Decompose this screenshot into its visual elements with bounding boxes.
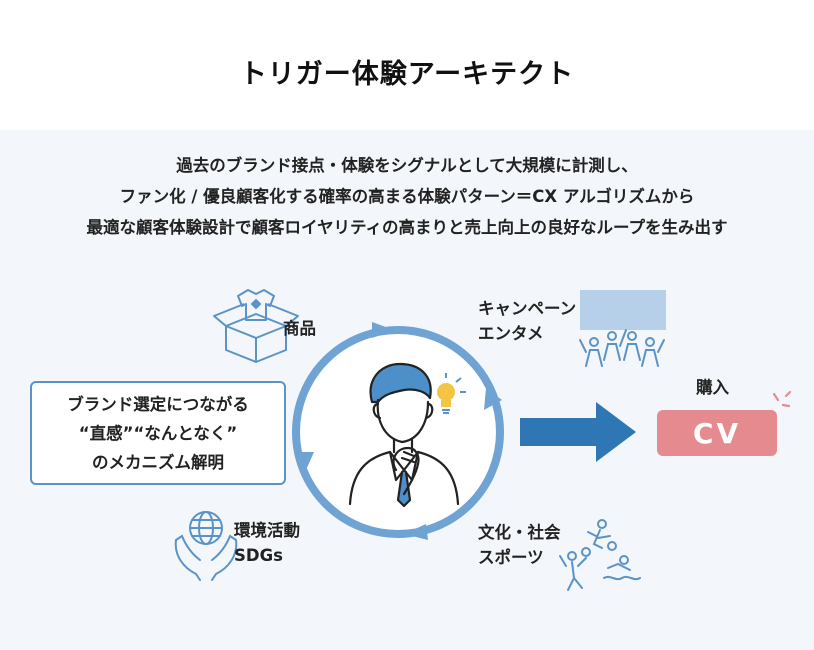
cv-badge: CV (657, 410, 777, 456)
lead-line-1: 過去のブランド接点・体験をシグナルとして大規模に計測し、 (176, 156, 638, 175)
lead-text: 過去のブランド接点・体験をシグナルとして大規模に計測し、 ファン化 / 優良顧客… (0, 150, 814, 243)
lead-line-2: ファン化 / 優良顧客化する確率の高まる体験パターン＝CX アルゴリズムから (119, 187, 695, 206)
touchpoint-campaign-line-2: エンタメ (478, 324, 544, 343)
mechanism-box: ブランド選定につながる “直感”“なんとなく” のメカニズム解明 (30, 381, 286, 485)
ring-arrow-bottom (404, 524, 428, 540)
lead-line-3: 最適な顧客体験設計で顧客ロイヤリティの高まりと売上向上の良好なループを生み出す (86, 218, 728, 237)
touchpoint-product: 商品 (283, 319, 316, 338)
touchpoint-environment-line-2: SDGs (234, 546, 283, 565)
conversion-arrow (520, 402, 636, 462)
ring-arrow-left (296, 452, 314, 470)
purchase-label: 購入 (696, 378, 729, 397)
lightbulb-icon (437, 373, 466, 414)
touchpoint-culture-line-2: スポーツ (478, 548, 544, 567)
touchpoint-environment: 環境活動 SDGs (234, 518, 300, 568)
mechanism-line-2: “直感”“なんとなく” (78, 423, 238, 443)
touchpoint-campaign: キャンペーン エンタメ (478, 296, 576, 346)
cycle-ring (292, 322, 504, 540)
mechanism-line-3: のメカニズム解明 (92, 452, 224, 472)
mechanism-line-1: ブランド選定につながる (67, 394, 249, 414)
sparkle-icon (772, 390, 792, 408)
page-title: トリガー体験アーキテクト (239, 59, 575, 90)
touchpoint-culture-line-1: 文化・社会 (478, 523, 561, 542)
ring-arrow-top (372, 322, 394, 338)
ring-arrow-right (484, 388, 502, 410)
globe-hands-icon (174, 511, 238, 581)
touchpoint-campaign-line-1: キャンペーン (478, 299, 577, 318)
touchpoint-environment-line-1: 環境活動 (234, 521, 300, 540)
sports-icon (559, 519, 641, 591)
touchpoint-culture: 文化・社会 スポーツ (478, 520, 561, 570)
audience-screen-icon (579, 290, 666, 367)
thinking-person-icon (348, 362, 460, 508)
tshirt-box-icon (213, 289, 299, 363)
